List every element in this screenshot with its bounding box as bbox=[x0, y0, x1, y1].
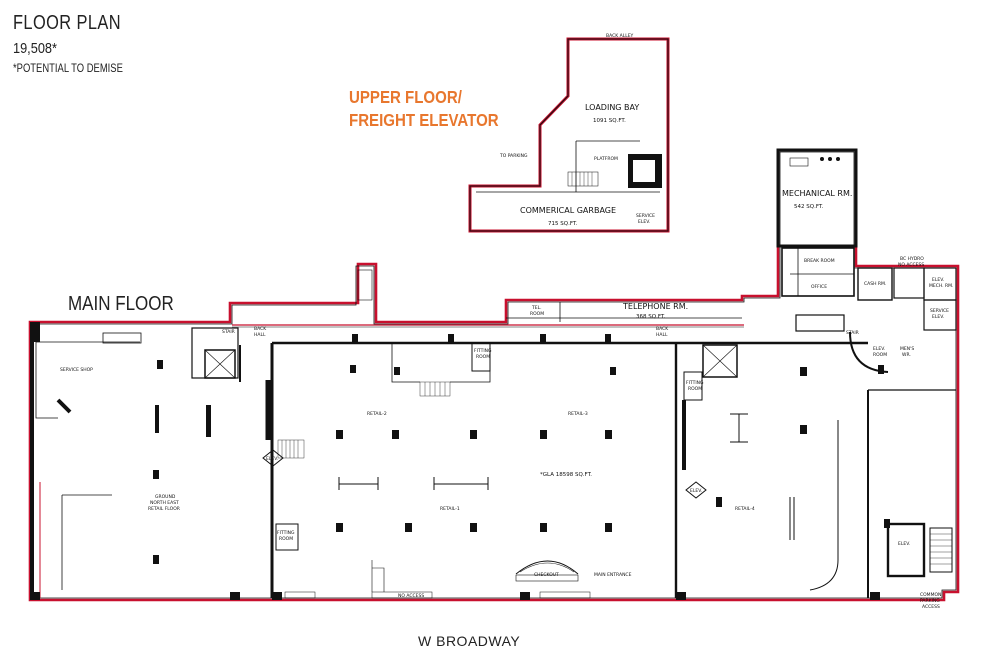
gla-label: *GLA 18598 SQ.FT. bbox=[540, 472, 592, 478]
main-floor-plan: MECHANICAL RM. 542 SQ.FT. BREAK ROOM OFF… bbox=[28, 148, 960, 610]
bc-hydro-label-1: BC HYDRO bbox=[900, 256, 924, 262]
ground-floor-label-3: RETAIL FLOOR bbox=[148, 506, 180, 512]
elev-room-label-1: ELEV. bbox=[873, 346, 885, 352]
upper-service-elev-label-2: ELEV. bbox=[638, 219, 650, 225]
plan-title: FLOOR PLAN bbox=[13, 12, 121, 34]
loading-bay-label: LOADING BAY bbox=[585, 103, 639, 112]
cash-room-label: CASH RM. bbox=[864, 281, 886, 287]
mechanical-room-area: 542 SQ.FT. bbox=[794, 204, 824, 210]
ground-floor-label-1: GROUND bbox=[155, 494, 176, 500]
upper-floor-label: UPPER FLOOR/ FREIGHT ELEVATOR bbox=[349, 86, 499, 132]
upper-floor-label-line1: UPPER FLOOR/ bbox=[349, 87, 462, 107]
street-label: W BROADWAY bbox=[418, 633, 521, 649]
retail-3-label: RETAIL-3 bbox=[568, 411, 588, 417]
fitting-room-label-3b: ROOM bbox=[279, 536, 293, 542]
common-parking-label-3: ACCESS bbox=[922, 604, 940, 610]
upper-floor-label-line2: FREIGHT ELEVATOR bbox=[349, 110, 499, 130]
stair-label-2: STAIR bbox=[846, 330, 859, 336]
commercial-garbage-area: 715 SQ.FT. bbox=[548, 221, 578, 227]
elev-label-2: ELEV. bbox=[690, 488, 702, 494]
service-shop-label: SERVICE SHOP bbox=[60, 367, 93, 373]
bc-hydro-label-2: NO ACCESS bbox=[898, 262, 924, 268]
checkout-label: CHECKOUT bbox=[534, 572, 559, 578]
fitting-room-label-2b: ROOM bbox=[688, 386, 702, 392]
elev-mech-label-1: ELEV. bbox=[932, 277, 944, 283]
plan-area: 19,508* bbox=[13, 40, 57, 57]
elev-mech-label-2: MECH. RM. bbox=[929, 283, 953, 289]
back-hall-label-2a: BACK bbox=[656, 326, 669, 332]
upper-floor-plan: BACK ALLEY LOADING BAY 1091 SQ.FT. TO PA… bbox=[468, 33, 670, 233]
mens-room-label-1: MEN'S bbox=[900, 346, 914, 352]
telephone-room-label: TELEPHONE RM. bbox=[622, 302, 688, 311]
back-hall-label-2b: HALL bbox=[656, 332, 668, 338]
elev-label-1: ELEV. bbox=[266, 456, 278, 462]
service-elev-label-2: ELEV. bbox=[932, 314, 944, 320]
no-access-label: NO ACCESS bbox=[398, 593, 424, 599]
retail-1-label: RETAIL-1 bbox=[440, 506, 460, 512]
tel-room-label-1: TEL. bbox=[531, 305, 542, 311]
fitting-room-label-2a: FITTING bbox=[686, 380, 704, 386]
fitting-room-label-1a: FITTING bbox=[474, 348, 492, 354]
main-entrance-label: MAIN ENTRANCE bbox=[594, 572, 632, 578]
tel-room-label-2: ROOM bbox=[530, 311, 544, 317]
break-room-label: BREAK ROOM bbox=[804, 258, 835, 264]
stair-label-1: STAIR bbox=[222, 329, 235, 335]
common-parking-label-2: PARKING bbox=[920, 598, 940, 604]
commercial-garbage-label: COMMERICAL GARBAGE bbox=[520, 206, 616, 215]
plan-note: *POTENTIAL TO DEMISE bbox=[13, 63, 123, 75]
telephone-room-area: 368 SQ.FT. bbox=[636, 314, 666, 320]
fitting-room-label-3a: FITTING bbox=[277, 530, 295, 536]
back-hall-label-1b: HALL bbox=[254, 332, 266, 338]
fitting-room-label-1b: ROOM bbox=[476, 354, 490, 360]
retail-2-label: RETAIL-2 bbox=[367, 411, 387, 417]
back-hall-label-1a: BACK bbox=[254, 326, 267, 332]
upper-service-elev-label-1: SERVICE bbox=[636, 213, 655, 219]
office-label: OFFICE bbox=[811, 284, 827, 290]
mens-room-label-2: WR. bbox=[902, 352, 911, 358]
ground-floor-label-2: NORTH EAST bbox=[150, 500, 179, 506]
retail-4-label: RETAIL-4 bbox=[735, 506, 755, 512]
platform-label: PLATFROM bbox=[594, 156, 618, 162]
main-floor-label: MAIN FLOOR bbox=[68, 293, 174, 315]
to-parking-label: TO PARKING bbox=[499, 153, 528, 159]
elev-room-label-2: ROOM bbox=[873, 352, 887, 358]
loading-bay-area: 1091 SQ.FT. bbox=[593, 118, 626, 124]
back-alley-label: BACK ALLEY bbox=[606, 33, 634, 39]
common-parking-label-1: COMMON bbox=[920, 592, 941, 598]
elev-label-3: ELEV. bbox=[898, 541, 910, 547]
mechanical-room-label: MECHANICAL RM. bbox=[782, 189, 852, 198]
service-elev-label-1: SERVICE bbox=[930, 308, 949, 314]
